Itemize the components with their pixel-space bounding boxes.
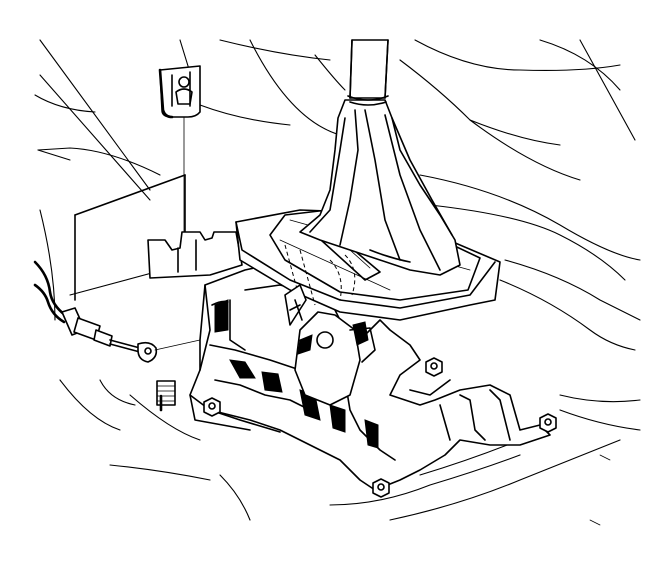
floor-console-tunnel <box>34 39 641 526</box>
pin-icon <box>156 380 176 412</box>
mounting-bolt <box>372 478 390 498</box>
shift-lever <box>347 39 389 106</box>
lever-icon <box>284 244 356 326</box>
cable-icon <box>33 260 201 363</box>
side-panel <box>74 174 186 301</box>
mounting-bolt <box>539 413 557 433</box>
mounting-bolt <box>425 357 443 377</box>
lever-mount-plate <box>294 311 376 406</box>
mounting-bolt <box>203 397 221 417</box>
bolt-icon <box>203 357 557 498</box>
clip-icon <box>158 65 201 236</box>
boot-icon <box>299 99 461 276</box>
